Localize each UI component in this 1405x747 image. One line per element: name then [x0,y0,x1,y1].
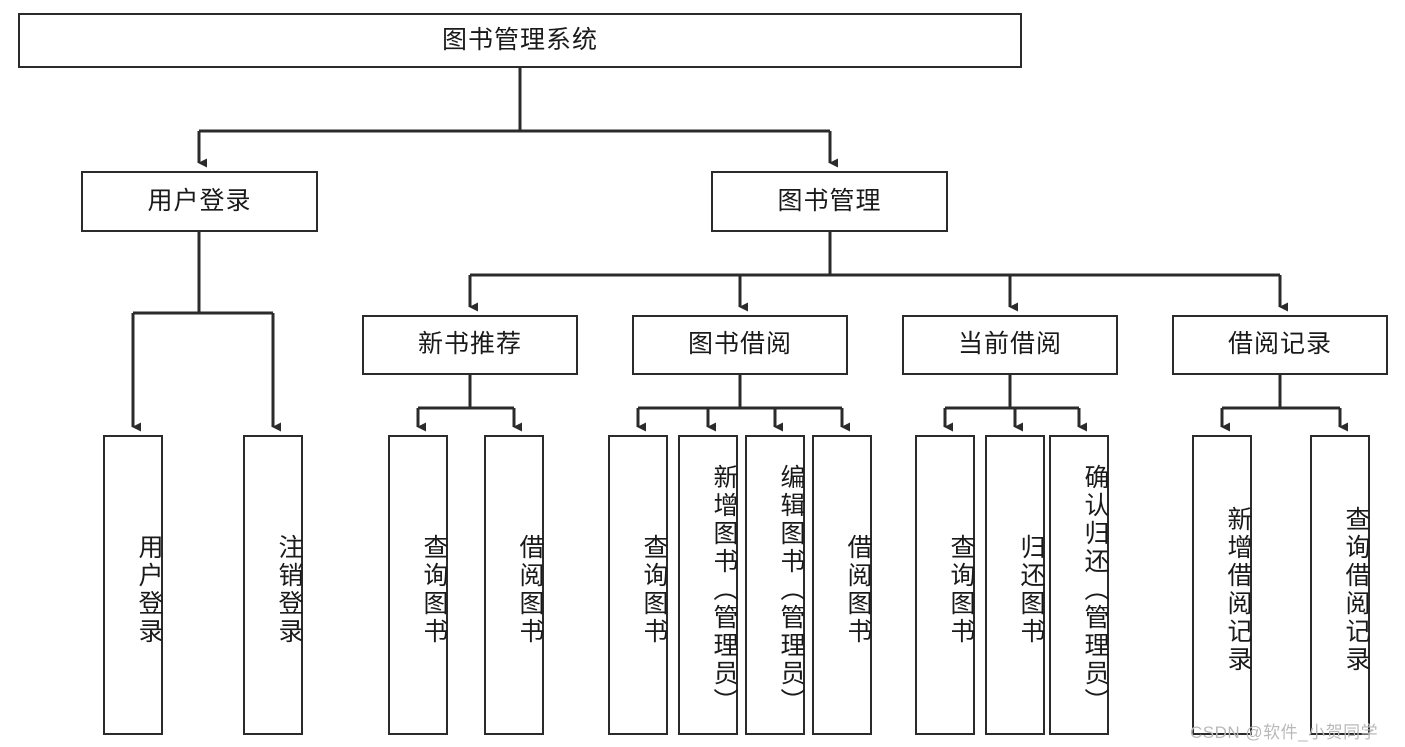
leaf-borrow-book[interactable]: 借阅图书 [812,435,872,735]
node-root-label: 图书管理系统 [441,25,598,54]
csdn-watermark: CSDN @软件_小贺同学 [1190,723,1379,742]
leaf-query-book-current-label: 查询图书 [947,534,975,646]
leaf-add-borrow-record-label: 新增借阅记录 [1224,506,1252,674]
node-user-login[interactable]: 用户登录 [81,171,318,232]
leaf-borrow-book-recommend-label: 借阅图书 [516,534,544,646]
leaf-edit-book-admin-label: 编辑图书（管理员） [777,464,805,716]
leaf-add-book-admin-label: 新增图书（管理员） [710,464,738,716]
node-borrow-records[interactable]: 借阅记录 [1172,315,1388,375]
leaf-logout-label: 注销登录 [275,534,303,646]
leaf-query-book-current[interactable]: 查询图书 [915,435,975,735]
node-current-borrow-label: 当前借阅 [957,330,1062,359]
node-root[interactable]: 图书管理系统 [18,13,1022,68]
leaf-query-book-borrow[interactable]: 查询图书 [608,435,668,735]
leaf-query-borrow-record[interactable]: 查询借阅记录 [1310,435,1370,735]
node-new-book-recommend[interactable]: 新书推荐 [362,315,578,375]
leaf-confirm-return-admin[interactable]: 确认归还（管理员） [1049,435,1109,735]
node-borrow-records-label: 借阅记录 [1227,330,1332,359]
leaf-query-borrow-record-label: 查询借阅记录 [1342,506,1370,674]
node-user-login-label: 用户登录 [147,186,252,215]
node-new-book-recommend-label: 新书推荐 [417,330,522,359]
leaf-logout[interactable]: 注销登录 [243,435,303,735]
leaf-add-borrow-record[interactable]: 新增借阅记录 [1192,435,1252,735]
leaf-query-book-recommend[interactable]: 查询图书 [388,435,448,735]
node-book-borrow[interactable]: 图书借阅 [632,315,848,375]
leaf-return-book[interactable]: 归还图书 [985,435,1045,735]
leaf-confirm-return-admin-label: 确认归还（管理员） [1081,464,1109,716]
node-current-borrow[interactable]: 当前借阅 [902,315,1118,375]
leaf-user-login-label: 用户登录 [135,534,163,646]
leaf-return-book-label: 归还图书 [1017,534,1045,646]
node-book-borrow-label: 图书借阅 [687,330,792,359]
leaf-borrow-book-label: 借阅图书 [844,534,872,646]
leaf-add-book-admin[interactable]: 新增图书（管理员） [678,435,738,735]
leaf-query-book-borrow-label: 查询图书 [640,534,668,646]
node-book-management-label: 图书管理 [777,186,882,215]
leaf-edit-book-admin[interactable]: 编辑图书（管理员） [745,435,805,735]
node-book-management[interactable]: 图书管理 [711,171,948,232]
leaf-query-book-recommend-label: 查询图书 [420,534,448,646]
leaf-borrow-book-recommend[interactable]: 借阅图书 [484,435,544,735]
leaf-user-login[interactable]: 用户登录 [103,435,163,735]
